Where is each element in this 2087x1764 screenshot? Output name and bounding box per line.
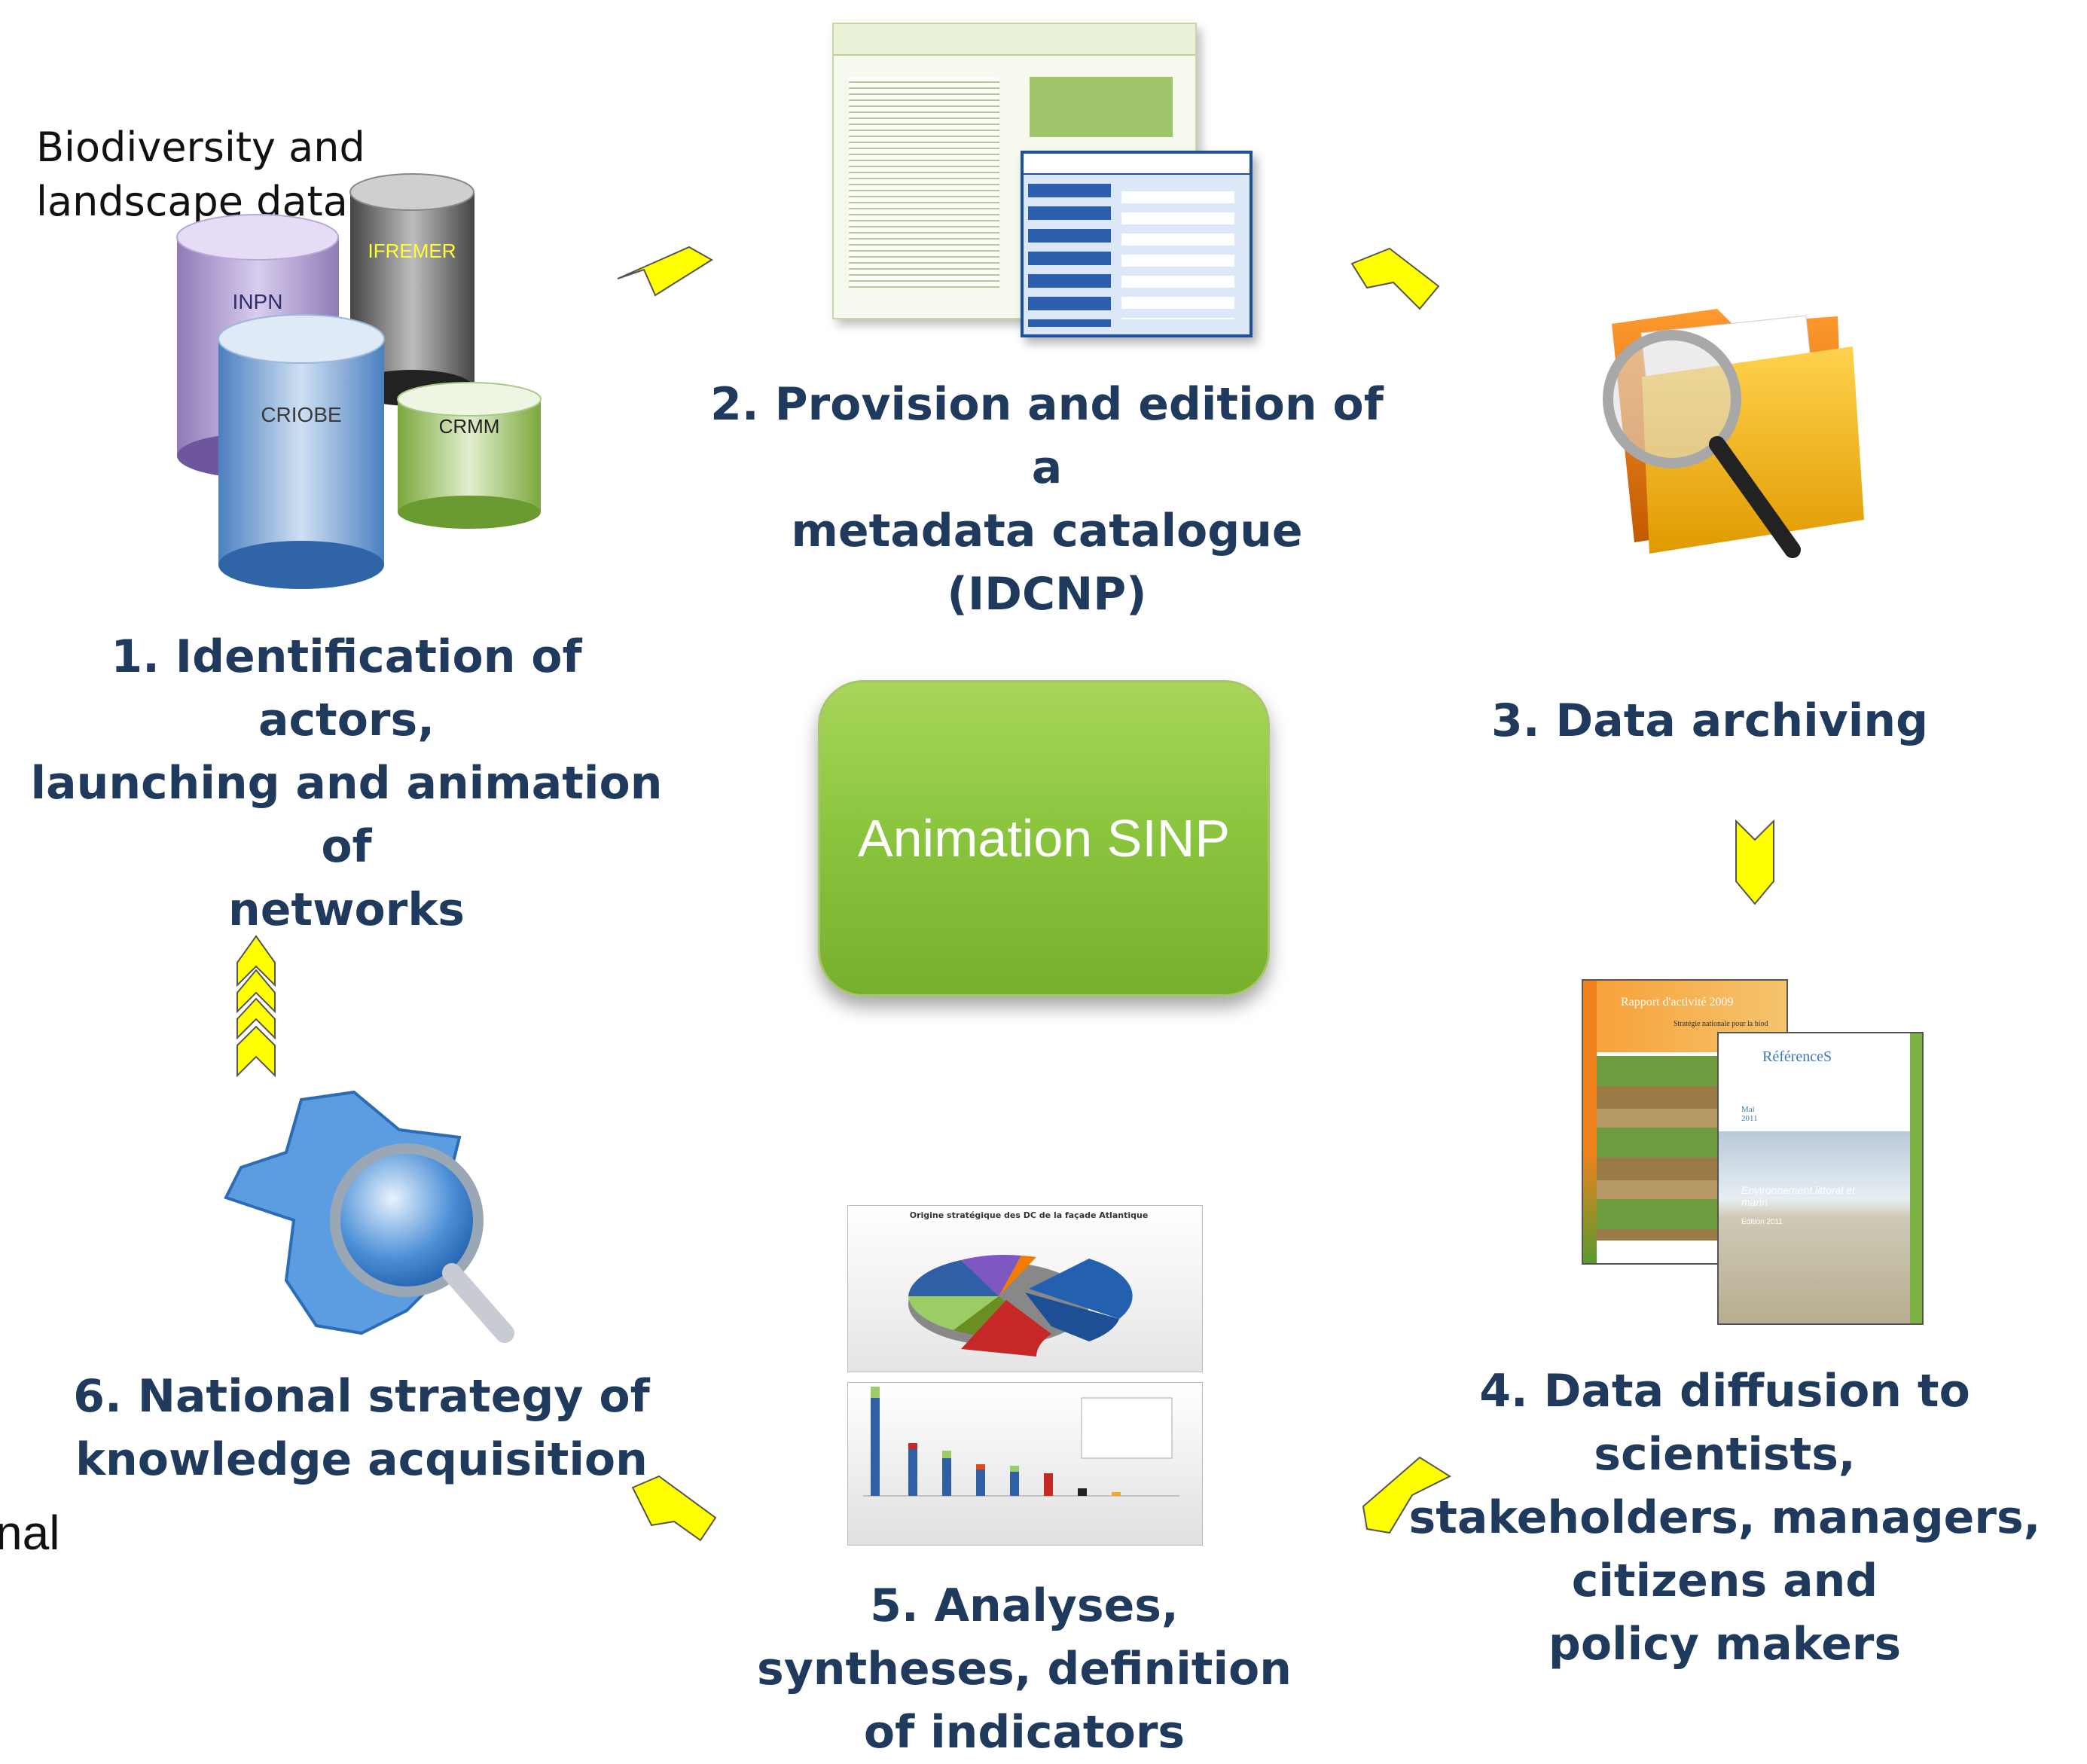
step-5-line-2: syntheses, definition — [756, 1643, 1292, 1695]
step-6-line-2: knowledge acquisition — [75, 1433, 648, 1486]
pie-chart-thumbnail: Origine stratégique des DC de la façade … — [847, 1205, 1203, 1372]
report-cover-2-text: Environnement littoral et marin — [1741, 1184, 1855, 1208]
step-6-label: 6. National strategy of knowledge acquis… — [60, 1365, 663, 1491]
step-2-line-3: (IDCNP) — [947, 568, 1147, 621]
step-3-line-1: 3. Data archiving — [1490, 694, 1929, 747]
metadata-catalogue-screenshot — [832, 23, 1254, 339]
step-5-line-1: 5. Analyses, — [870, 1579, 1179, 1632]
bar-chart-thumbnail — [847, 1382, 1203, 1546]
crmm-database-icon: CRMM — [397, 382, 542, 529]
folder-magnifier-icon — [1603, 309, 1864, 558]
step-4-line-4: policy makers — [1548, 1618, 1902, 1671]
database-caption-line-1: Biodiversity and — [36, 124, 365, 171]
arrow-6-to-1-icon — [236, 935, 276, 1078]
center-box-label: Animation SINP — [857, 809, 1231, 868]
center-box-animation-sinp: Animation SINP — [818, 680, 1270, 996]
step-2-label: 2. Provision and edition of a metadata c… — [693, 373, 1401, 626]
report-covers-illustration: Rapport d'activité 2009 Stratégie nation… — [1582, 979, 1928, 1333]
step-1-label: 1. Identification of actors, launching a… — [30, 625, 663, 942]
step-4-line-3: citizens and — [1571, 1555, 1878, 1607]
step-6-line-1: 6. National strategy of — [73, 1370, 650, 1423]
criobe-database-icon: CRIOBE — [218, 314, 385, 589]
pie-chart-thumbnail-title: Origine stratégique des DC de la façade … — [909, 1210, 1149, 1220]
arrow-3-to-4-icon — [1735, 819, 1774, 905]
report-cover-2-edition: Édition 2011 — [1741, 1218, 1783, 1226]
crmm-label: CRMM — [439, 415, 500, 438]
criobe-label: CRIOBE — [261, 403, 341, 426]
step-2-line-2: metadata catalogue — [791, 505, 1303, 557]
step-1-line-2: launching and animation of — [30, 757, 663, 873]
cropped-edge-text: nal — [0, 1506, 60, 1560]
arrow-5-to-6-icon — [631, 1475, 717, 1542]
inpn-label: INPN — [233, 290, 283, 313]
step-4-label: 4. Data diffusion to scientists, stakeho… — [1371, 1360, 2079, 1676]
step-5-line-3: of indicators — [863, 1706, 1185, 1759]
ifremer-label: IFREMER — [368, 240, 456, 262]
step-4-line-1: 4. Data diffusion to scientists, — [1479, 1365, 1970, 1481]
step-1-line-1: 1. Identification of actors, — [111, 630, 582, 746]
report-cover-1-subtitle: Stratégie nationale pour la biod — [1674, 1020, 1768, 1028]
analysis-charts-thumbnail: Origine stratégique des DC de la façade … — [847, 1205, 1203, 1546]
france-map-magnifier-icon — [224, 1090, 514, 1343]
arrow-2-to-3-icon — [1350, 247, 1440, 310]
report-cover-2-date: Mai 2011 — [1741, 1105, 1758, 1123]
step-3-label: 3. Data archiving — [1469, 689, 1951, 752]
report-cover-2-title: RéférenceS — [1762, 1048, 1832, 1065]
step-1-line-3: networks — [228, 884, 465, 936]
step-4-line-2: stakeholders, managers, — [1408, 1491, 2041, 1544]
catalogue-form-front — [1021, 151, 1253, 337]
database-cylinders-illustration: INPN IFREMER CRIOBE CRMM — [176, 173, 542, 589]
report-cover-2: RéférenceS Mai 2011 Environnement littor… — [1717, 1032, 1924, 1325]
step-5-label: 5. Analyses, syntheses, definition of in… — [738, 1574, 1310, 1764]
arrow-1-to-2-icon — [617, 246, 713, 297]
step-2-line-1: 2. Provision and edition of a — [710, 378, 1384, 494]
arrow-4-to-5-icon — [1362, 1456, 1452, 1534]
database-caption: Biodiversity and landscape data — [36, 121, 365, 229]
report-cover-1-title: Rapport d'activité 2009 — [1621, 996, 1734, 1009]
